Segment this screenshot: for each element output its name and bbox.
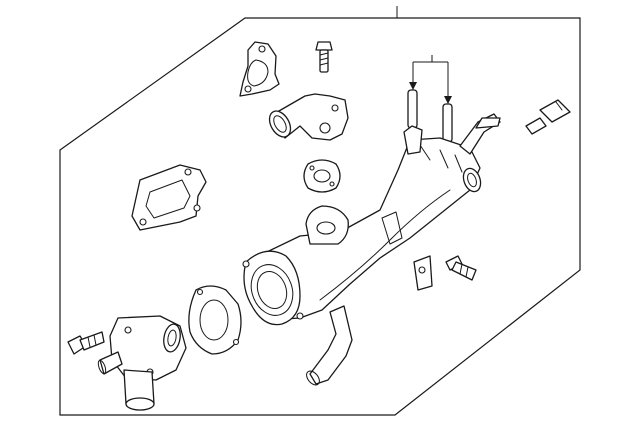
temperature-sensor [525,99,571,135]
pin-leader [409,55,452,104]
hose-connector [268,93,349,141]
connector-bolt [315,41,333,73]
outlet-pipe-upper [459,113,501,155]
bracket [413,255,433,291]
outlet-pipe [306,305,353,386]
flange-gasket [131,164,207,231]
water-outlet-housing [242,125,482,326]
outlet-gasket [239,41,280,97]
thermostat-bolt [67,331,105,355]
inlet-gasket [188,285,242,355]
assembly-frame [59,17,581,416]
housing-bolt [445,255,477,281]
thermostat-housing [97,315,187,411]
small-gasket [303,159,341,193]
